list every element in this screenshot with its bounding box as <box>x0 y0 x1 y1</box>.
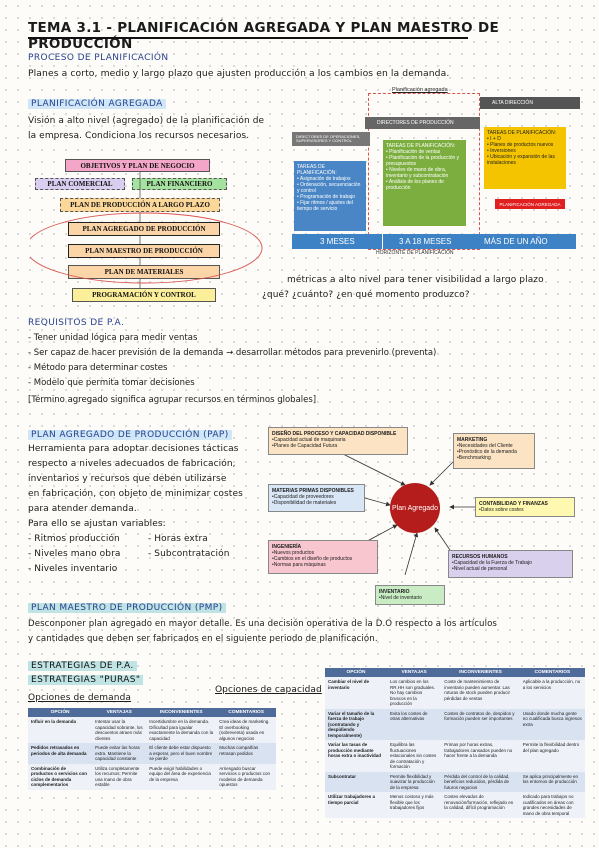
requisito-1: - Tener unidad lógica para medir ventas <box>28 333 198 343</box>
timeline-highlight-frame <box>368 93 480 250</box>
chev-3-18-meses: 3 A 18 MESES <box>383 234 478 249</box>
box-plan-agregado: PLAN AGREGADO DE PRODUCCIÓN <box>68 222 220 236</box>
chev-3-meses: 3 MESES <box>292 234 382 249</box>
box-objetivos: OBJETIVOS Y PLAN DE NEGOCIO <box>65 159 210 172</box>
proceso-text: Planes a corto, medio y largo plazo que … <box>28 68 450 79</box>
th-opcion: OPCIÓN <box>325 668 387 677</box>
pmp-heading: PLAN MAESTRO DE PRODUCCIÓN (PMP) <box>28 603 226 613</box>
pap-var-left-2: - Niveles mano obra <box>28 549 121 559</box>
largo-item-4: • Ubicación y expansión de las instalaci… <box>487 154 555 166</box>
pap-line-3: inventarios y recursos que deben utiliza… <box>28 474 227 484</box>
corto-item-2: • Ordenación, secuenciación y control <box>297 182 361 194</box>
box-medio-plazo-tareas: TAREAS DE PLANIFICACIÓN: • Planificación… <box>383 140 466 226</box>
th-inconvenientes: INCONVENIENTES <box>146 708 217 717</box>
corto-heading: TAREAS DE PLANIFICACIÓN: <box>297 164 337 176</box>
box-programacion: PROGRAMACIÓN Y CONTROL <box>72 288 216 302</box>
pap-var-left-1: - Ritmos producción <box>28 534 120 544</box>
box-corto-plazo-tareas: TAREAS DE PLANIFICACIÓN: • Asignación de… <box>294 161 366 231</box>
pap-var-left-3: - Niveles inventario <box>28 564 118 574</box>
th-opcion: OPCIÓN <box>28 708 93 717</box>
chev-directores-operaciones: DIRECTORES DE OPERACIONES, SUPERVISORES … <box>292 132 370 146</box>
th-ventajas: VENTAJAS <box>386 668 442 677</box>
largo-item-3: • Inversiones <box>487 148 516 154</box>
horizonte-label: HORIZONTE DE PLANIFICACIÓN <box>376 250 454 256</box>
pap-var-right-1: - Horas extra <box>148 534 208 544</box>
table-row: Pedidos retrasados en periodos de alta d… <box>28 743 276 764</box>
medio-item-4: • Análisis de los planes de producción <box>386 179 444 191</box>
proceso-heading: PROCESO DE PLANIFICACIÓN <box>28 53 169 63</box>
corto-item-3: • Programación de trabajo <box>297 194 355 200</box>
hierarchy-connectors <box>30 172 263 288</box>
medio-item-1: • Planificación de ventas <box>386 149 441 155</box>
th-inconvenientes: INCONVENIENTES <box>441 668 520 677</box>
box-diseno: DISEÑO DEL PROCESO Y CAPACIDAD DISPONIBL… <box>268 427 408 455</box>
opciones-capacidad-label: Opciones de capacidad <box>215 685 322 695</box>
planificacion-heading: PLANIFICACIÓN AGREGADA <box>28 99 166 109</box>
requisito-2: - Ser capaz de hacer previsión de la dem… <box>28 348 437 358</box>
box-largo-plazo: PLAN DE PRODUCCIÓN A LARGO PLAZO <box>60 198 220 212</box>
box-plan-comercial: PLAN COMERCIAL <box>35 178 125 190</box>
box-materias-primas: MATERIAS PRIMAS DISPONIBLES •Capacidad d… <box>268 484 365 512</box>
corto-item-4: • Fijar ritmos / ajustes del tiempo de s… <box>297 200 353 212</box>
box-recursos-humanos: RECURSOS HUMANOS •Capacidad de la Fuerza… <box>448 550 573 578</box>
timeline-top-label: Planificación agregada <box>392 87 448 93</box>
box-plan-financiero: PLAN FINANCIERO <box>132 178 227 190</box>
box-contabilidad: CONTABILIDAD Y FINANZAS •Datos sobre cos… <box>475 497 575 517</box>
requisito-nota: [Término agregado significa agrupar recu… <box>28 395 317 405</box>
table-row: Variar las tasas de producción mediante … <box>325 740 585 772</box>
requisito-3: - Método para determinar costes <box>28 363 168 373</box>
plan-agregado-circle: Plan Agregado <box>390 483 440 533</box>
box-inventario: INVENTARIO •Nivel de inventario <box>375 585 445 605</box>
box-marketing: MARKETING •Necesidades del Cliente •Pron… <box>453 433 535 469</box>
th-comentarios: COMENTARIOS <box>216 708 276 717</box>
table-row: Combinación de productos o servicios con… <box>28 763 276 790</box>
opciones-demanda-label: Opciones de demanda <box>28 693 132 703</box>
tabla-opciones-demanda: OPCIÓN VENTAJAS INCONVENIENTES COMENTARI… <box>28 708 276 790</box>
requisitos-heading: REQUISITOS DE P.A. <box>28 318 125 328</box>
box-largo-plazo-tareas: TAREAS DE PLANIFICACIÓN: • I + D • Plane… <box>484 127 566 189</box>
requisito-4: - Modelo que permita tomar decisiones <box>28 378 195 388</box>
metricas-line-1: métricas a alto nivel para tener visibil… <box>287 275 544 285</box>
chev-mas-de-un-ano: MÁS DE UN AÑO <box>478 234 576 249</box>
chev-alta-direccion: ALTA DIRECCIÓN <box>480 97 580 109</box>
box-plan-maestro: PLAN MAESTRO DE PRODUCCIÓN <box>68 244 220 258</box>
tabla-opciones-capacidad: OPCIÓN VENTAJAS INCONVENIENTES COMENTARI… <box>325 668 585 818</box>
box-ingenieria: INGENIERÍA •Nuevos productos •Cambios en… <box>268 540 378 574</box>
largo-item-1: • I + D <box>487 136 501 142</box>
pap-var-right-2: - Subcontratación <box>148 549 230 559</box>
table-row: Variar el tamaño de la fuerza de trabajo… <box>325 708 585 740</box>
medio-item-2: • Planificación de la producción y presu… <box>386 155 460 167</box>
metricas-line-2: ¿qué? ¿cuánto? ¿en qué momento produzco? <box>262 290 470 300</box>
pap-line-6: Para ello se ajustan variables: <box>28 519 166 529</box>
planificacion-text-1: Visión a alto nivel (agregado) de la pla… <box>28 116 265 126</box>
pap-line-1: Herramienta para adoptar decisiones táct… <box>28 444 239 454</box>
title-underline <box>28 37 468 39</box>
th-ventajas: VENTAJAS <box>92 708 147 717</box>
th-comentarios: COMENTARIOS <box>519 668 585 677</box>
box-plan-materiales: PLAN DE MATERIALES <box>68 265 220 279</box>
planificacion-agregada-tag: PLANIFICACIÓN AGREGADA <box>495 199 565 209</box>
chev-directores-produccion: DIRECTORES DE PRODUCCIÓN <box>365 117 480 129</box>
largo-item-2: • Planes de productos nuevos <box>487 142 554 148</box>
largo-heading: TAREAS DE PLANIFICACIÓN: <box>487 130 557 136</box>
medio-heading: TAREAS DE PLANIFICACIÓN: <box>386 143 456 149</box>
pmp-line-2: y cantidades que deben ser fabricados en… <box>28 634 378 644</box>
pap-line-4: en fabricación, con objeto de minimizar … <box>28 489 243 499</box>
planificacion-text-2: la empresa. Condiciona los recursos nece… <box>28 131 250 141</box>
pmp-line-1: Desconponer plan agregado en mayor detal… <box>28 619 498 629</box>
pap-line-2: respecto a niveles adecuados de fabricac… <box>28 459 236 469</box>
medio-item-3: • Niveles de mano de obra, inventario y … <box>386 167 449 179</box>
pap-heading: PLAN AGREGADO DE PRODUCCIÓN (PAP) <box>28 430 232 440</box>
page-title: TEMA 3.1 - PLANIFICACIÓN AGREGADA Y PLAN… <box>28 20 499 52</box>
corto-item-1: • Asignación de trabajos <box>297 176 351 182</box>
pap-line-5: para atender demanda. <box>28 504 137 514</box>
estrategias-heading: ESTRATEGIAS DE P.A. <box>28 661 137 671</box>
estrategias-puras: ESTRATEGIAS "PURAS" <box>28 675 144 685</box>
